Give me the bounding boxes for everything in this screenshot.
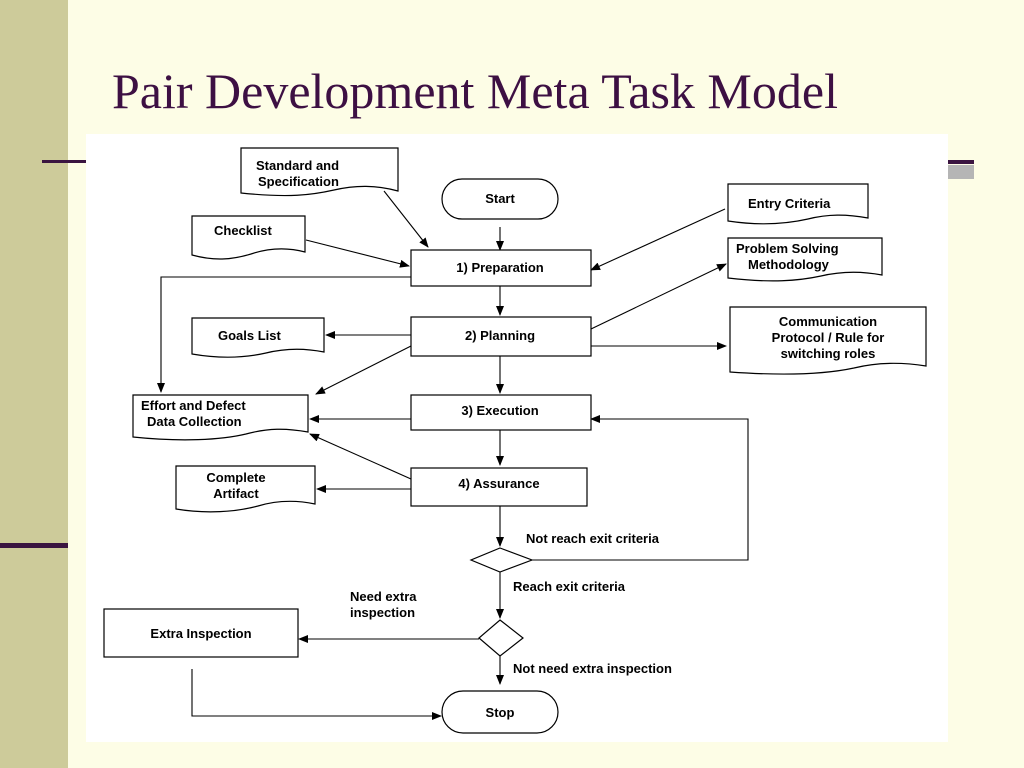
node-start-label: Start: [485, 191, 515, 206]
doc-checklist: Checklist: [191, 215, 306, 260]
node-planning-label: 2) Planning: [465, 328, 535, 343]
flowchart-connectors: [157, 190, 749, 720]
node-execution-label: 3) Execution: [461, 403, 538, 418]
node-stop: Stop: [441, 690, 559, 734]
doc-complete-artifact-line2: Artifact: [213, 486, 259, 501]
node-execution: 3) Execution: [410, 394, 592, 431]
doc-checklist-line1: Checklist: [214, 223, 272, 238]
doc-complete-artifact: Complete Artifact: [175, 465, 316, 513]
doc-effort-defect-line2: Data Collection: [147, 414, 242, 429]
label-not-need-extra: Not need extra inspection: [513, 661, 672, 676]
node-extra-inspection: Extra Inspection: [103, 608, 299, 658]
sidebar-divider-bottom: [0, 543, 68, 548]
decision-extra-inspection: [478, 619, 524, 657]
node-start: Start: [441, 178, 559, 220]
doc-problem-solving-line2: Methodology: [748, 257, 830, 272]
doc-effort-defect-line1: Effort and Defect: [141, 398, 246, 413]
doc-standard-specification: Standard and Specification: [240, 147, 399, 197]
slide-sidebar: [0, 0, 68, 768]
doc-communication-protocol: Communication Protocol / Rule for switch…: [729, 306, 927, 375]
node-preparation-label: 1) Preparation: [456, 260, 543, 275]
doc-communication-line2: Protocol / Rule for: [772, 330, 885, 345]
node-extra-inspection-label: Extra Inspection: [150, 626, 251, 641]
flowchart: Start 1) Preparation 2) Planning 3) Exec…: [103, 147, 927, 734]
label-not-reach-exit: Not reach exit criteria: [526, 531, 660, 546]
label-need-extra-line1: Need extra: [350, 589, 417, 604]
node-preparation: 1) Preparation: [410, 249, 592, 287]
decorative-bar: [948, 160, 974, 164]
flowchart-panel: Start 1) Preparation 2) Planning 3) Exec…: [86, 134, 948, 742]
node-stop-label: Stop: [486, 705, 515, 720]
doc-standard-line1: Standard and: [256, 158, 339, 173]
doc-problem-solving-line1: Problem Solving: [736, 241, 839, 256]
node-planning: 2) Planning: [410, 316, 592, 357]
slide-title: Pair Development Meta Task Model: [112, 63, 838, 119]
label-reach-exit: Reach exit criteria: [513, 579, 626, 594]
doc-problem-solving: Problem Solving Methodology: [727, 237, 883, 282]
doc-standard-line2: Specification: [258, 174, 339, 189]
node-assurance: 4) Assurance: [410, 467, 588, 507]
label-need-extra-line2: inspection: [350, 605, 415, 620]
doc-entry-criteria: Entry Criteria: [727, 183, 869, 225]
doc-entry-criteria-line1: Entry Criteria: [748, 196, 831, 211]
doc-goals-list: Goals List: [191, 317, 325, 358]
decision-exit-criteria: [469, 547, 534, 573]
node-assurance-label: 4) Assurance: [458, 476, 539, 491]
decorative-bar-gray: [948, 165, 974, 179]
doc-communication-line1: Communication: [779, 314, 877, 329]
doc-goals-list-line1: Goals List: [218, 328, 282, 343]
sidebar-divider-top: [42, 160, 86, 163]
doc-communication-line3: switching roles: [781, 346, 876, 361]
doc-complete-artifact-line1: Complete: [206, 470, 265, 485]
doc-effort-defect-data: Effort and Defect Data Collection: [132, 394, 309, 441]
